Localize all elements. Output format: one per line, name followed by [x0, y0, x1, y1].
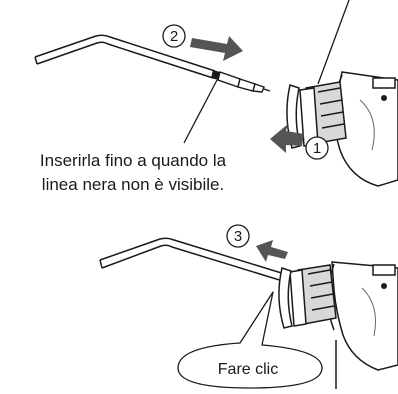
instruction-line-2: linea nera non è visibile. — [42, 175, 224, 194]
nozzle-tube-bottom — [99, 237, 289, 283]
nozzle-connector-top — [217, 71, 271, 93]
step-2-arrow — [190, 36, 243, 61]
balloon-shape — [177, 291, 323, 389]
step-3-circle — [226, 224, 250, 248]
click-balloon: Fare clic — [177, 291, 323, 389]
step-2-number: 2 — [170, 28, 178, 45]
balloon-text: Fare clic — [218, 361, 278, 378]
bottom-panel: 3 Fare clic — [99, 224, 398, 389]
top-panel: 2 1 Inserirla fino a quando la linea ner — [34, 0, 398, 194]
top-leader-line — [317, 0, 350, 85]
nozzle-tube-top — [34, 34, 216, 79]
step-3-number: 3 — [234, 228, 242, 245]
applicator-body-top — [286, 71, 398, 187]
instruction-leader-line — [183, 79, 218, 144]
step-1-circle — [305, 136, 329, 160]
instruction-line-1: Inserirla fino a quando la — [40, 151, 227, 170]
step-3-arrow — [256, 240, 288, 262]
black-line-marker — [211, 70, 220, 80]
applicator-body-bottom — [278, 261, 398, 389]
step-1-number: 1 — [313, 140, 321, 157]
step-2-circle — [162, 24, 186, 48]
step-1-arrow — [270, 124, 304, 153]
